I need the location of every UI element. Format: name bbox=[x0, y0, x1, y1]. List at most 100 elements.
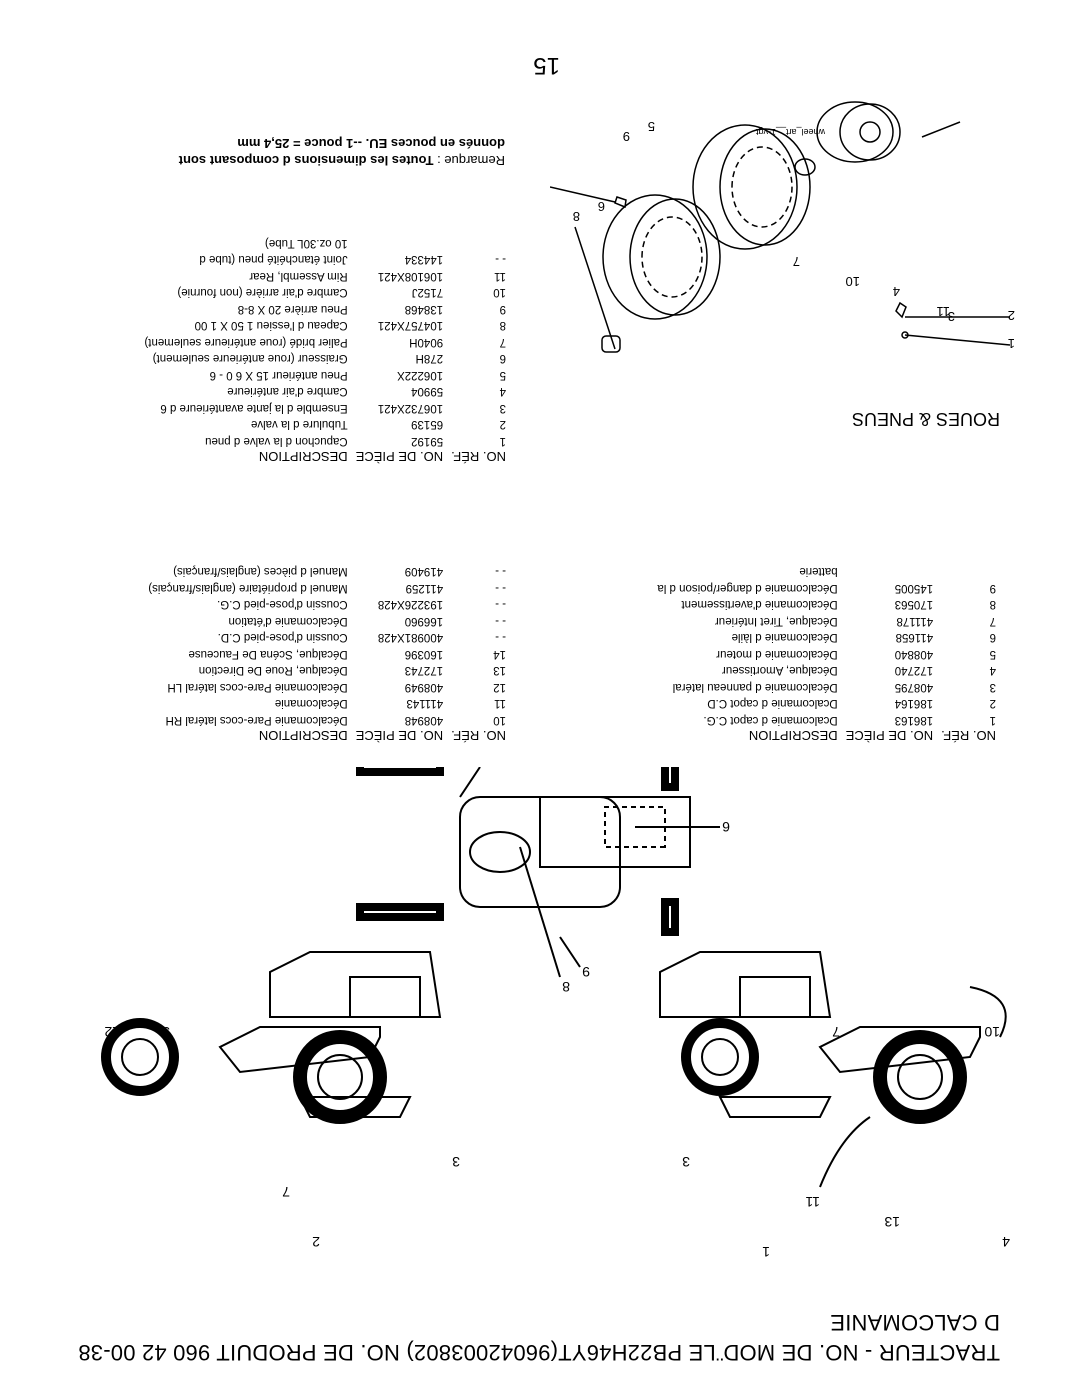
cell-part: 186164 bbox=[894, 697, 934, 710]
cell-ref: - - bbox=[495, 565, 506, 578]
dimension-note: Remarque : Toutes les dimensions d compo… bbox=[65, 135, 505, 169]
cell-desc: Capeau d l'essieu 1 50 X 1 00 bbox=[194, 319, 348, 332]
cell-part: 408840 bbox=[894, 648, 934, 660]
cell-part: 7152J bbox=[411, 286, 444, 299]
cell-ref: 6 bbox=[989, 631, 996, 644]
cell-desc: 10 oz.30L Tube) bbox=[264, 237, 348, 249]
cell-ref: 10 bbox=[493, 286, 506, 299]
table-row: 2 186164 Dcalcomanie d capot C.D bbox=[653, 695, 1000, 712]
cell-ref: 14 bbox=[493, 648, 506, 660]
cell-ref: 4 bbox=[989, 664, 996, 677]
cell-part: 411259 bbox=[405, 582, 444, 594]
cell-part: 193226X428 bbox=[377, 598, 444, 611]
cell-ref bbox=[937, 563, 1000, 580]
cell-ref: 12 bbox=[493, 681, 506, 693]
cell-desc: Dcalcomanie d capot C.D bbox=[707, 697, 838, 710]
cell-ref: 4 bbox=[499, 385, 506, 398]
cell-desc: Décalcomanie bbox=[274, 697, 348, 710]
table-row: 10 oz.30L Tube) bbox=[140, 235, 510, 252]
table-row: 9 145005 Décalcomanie d danger/poison d la bbox=[653, 580, 1000, 597]
cell-ref: 9 bbox=[989, 582, 996, 594]
cell-desc: Décalque, Roue De Direction bbox=[198, 664, 348, 677]
decal-callout-8: 8 bbox=[562, 979, 570, 995]
col-part-header: NO. DE PIÈCE bbox=[845, 728, 934, 743]
col-description-header: DESCRIPTION bbox=[748, 728, 838, 743]
wheel-callout-2: 2 bbox=[1008, 308, 1015, 323]
cell-part: 278H bbox=[415, 352, 444, 365]
cell-ref: 5 bbox=[989, 648, 996, 660]
cell-part: 145005 bbox=[894, 582, 934, 594]
cell-ref: 8 bbox=[499, 319, 506, 332]
cell-part: 106732X421 bbox=[377, 402, 444, 414]
tractor-left-rear-wheel bbox=[681, 1018, 759, 1096]
cell-ref: 7 bbox=[989, 615, 996, 627]
tractor-left-front-wheel bbox=[873, 1030, 967, 1124]
col-description-header: DESCRIPTION bbox=[258, 728, 348, 743]
table-row: 10 7152J Cambre d'air arrière (non fournie… bbox=[140, 284, 510, 301]
tractor-decal-diagram: 6 14 9 8 4 13 11 1 3 3 7 2 10 7 5 12 bbox=[101, 767, 1010, 1260]
cell-part: 411178 bbox=[896, 615, 934, 627]
table-header-row: NO. RÉF. NO. DE PIÈCE DESCRIPTION bbox=[653, 728, 1000, 743]
tractor-right-seat bbox=[298, 1096, 412, 1118]
cell-part: 408948 bbox=[404, 714, 444, 726]
cell-desc: Cambre d'air arrière (non fournie) bbox=[177, 286, 348, 299]
cell-desc: Coussin d'pose-pied C.G. bbox=[216, 598, 348, 611]
note-prefix: Remarque : bbox=[433, 153, 505, 168]
cell-desc: Coussin d'pose-pied C.D. bbox=[217, 631, 348, 644]
wheels-exploded-diagram: 1 2 11 3 4 10 7 5 9 8 6 bbox=[550, 101, 1015, 353]
note-line1: Toutes les dimensions d composant sont bbox=[178, 153, 434, 168]
tractor-side-left-hood bbox=[818, 1026, 981, 1074]
wheel-callout-6: 6 bbox=[598, 199, 605, 214]
cell-part: 411143 bbox=[406, 697, 444, 710]
cell-ref: 2 bbox=[989, 697, 996, 710]
cell-desc: Rim Assembl, Rear bbox=[249, 270, 348, 282]
cell-part: 144334 bbox=[404, 253, 444, 266]
table-row: batterie bbox=[653, 563, 1000, 580]
cell-ref: - - bbox=[495, 615, 506, 627]
cell-part: 138468 bbox=[404, 303, 444, 315]
page-title: TRACTEUR - NO. DE MOD¨LE PB22H46YT(96042… bbox=[78, 1340, 1000, 1365]
wheel-callout-7: 7 bbox=[793, 254, 800, 269]
cell-desc: Décalcomanie d danger/poison d la bbox=[657, 582, 838, 594]
tractor-top-steering bbox=[469, 831, 531, 873]
cell-ref: 11 bbox=[494, 270, 506, 282]
cell-ref: 9 bbox=[499, 303, 506, 315]
cell-desc: batterie bbox=[799, 565, 838, 578]
cell-desc: Cambre d'air antérieure bbox=[227, 385, 348, 398]
col-part-header: NO. DE PIÈCE bbox=[355, 449, 444, 464]
cell-ref: 2 bbox=[499, 418, 506, 431]
decal-callout-4: 4 bbox=[1002, 1234, 1010, 1250]
wheel-callout-1: 1 bbox=[1008, 336, 1015, 351]
cell-ref: 1 bbox=[499, 435, 506, 447]
cell-ref: 6 bbox=[499, 352, 506, 365]
tractor-right-rear-wheel bbox=[101, 1018, 179, 1096]
cell-part: 400981X428 bbox=[377, 631, 444, 644]
decal-callout-3-right: 3 bbox=[452, 1154, 460, 1170]
cell-desc: Décalque, Tiret Intérieur bbox=[714, 615, 838, 627]
cell-ref: 3 bbox=[499, 402, 506, 414]
cell-ref: 13 bbox=[493, 664, 506, 677]
cell-desc: Palier bridé (roue antérieure seulement) bbox=[144, 336, 348, 348]
col-ref-header: NO. RÉF. bbox=[941, 728, 996, 743]
cell-ref: 5 bbox=[499, 369, 506, 381]
decal-callout-10: 10 bbox=[984, 1024, 1000, 1040]
cell-part: 419409 bbox=[404, 565, 444, 578]
wheel-callout-8: 8 bbox=[573, 209, 580, 224]
cell-desc: Pneu antérieur 15 X 6 0 - 6 bbox=[209, 369, 348, 381]
tractor-top-body bbox=[539, 796, 691, 868]
cell-part: 170563 bbox=[894, 598, 934, 611]
cell-desc: Manuel d propriétaire (anglais/français) bbox=[148, 582, 348, 594]
cell-desc: Joint étanchéité pneu (tube d bbox=[199, 253, 348, 266]
